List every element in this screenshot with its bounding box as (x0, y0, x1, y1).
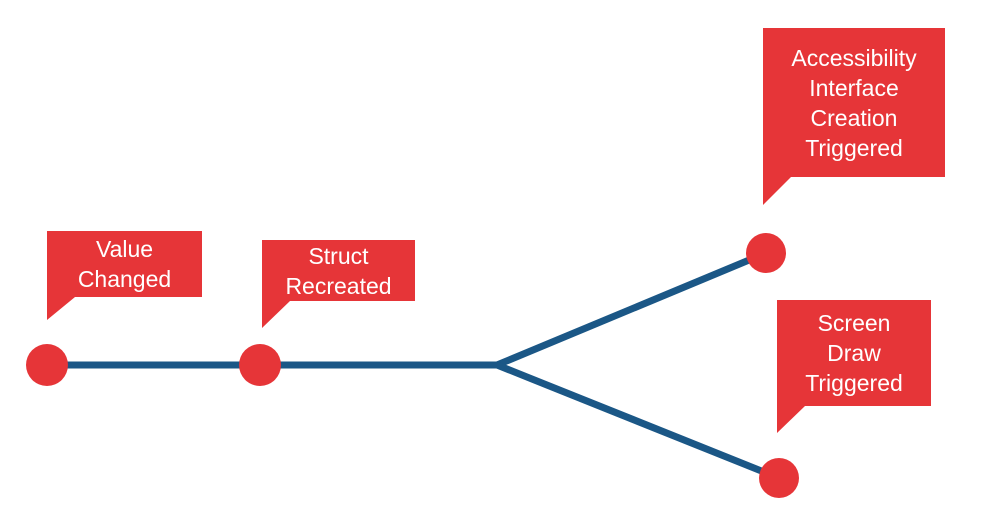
event-node-screen-draw (759, 458, 799, 498)
timeline-branch-lower-line (495, 361, 781, 482)
event-node-accessibility (746, 233, 786, 273)
event-node-value-changed (26, 344, 68, 386)
callout-bubble-struct-recreated (262, 240, 415, 328)
event-node-struct-recreated (239, 344, 281, 386)
callout-bubble-screen-draw (777, 300, 931, 433)
callout-bubble-accessibility (763, 28, 945, 205)
timeline-branch-upper-line (495, 249, 768, 369)
callout-bubble-value-changed (47, 231, 202, 320)
